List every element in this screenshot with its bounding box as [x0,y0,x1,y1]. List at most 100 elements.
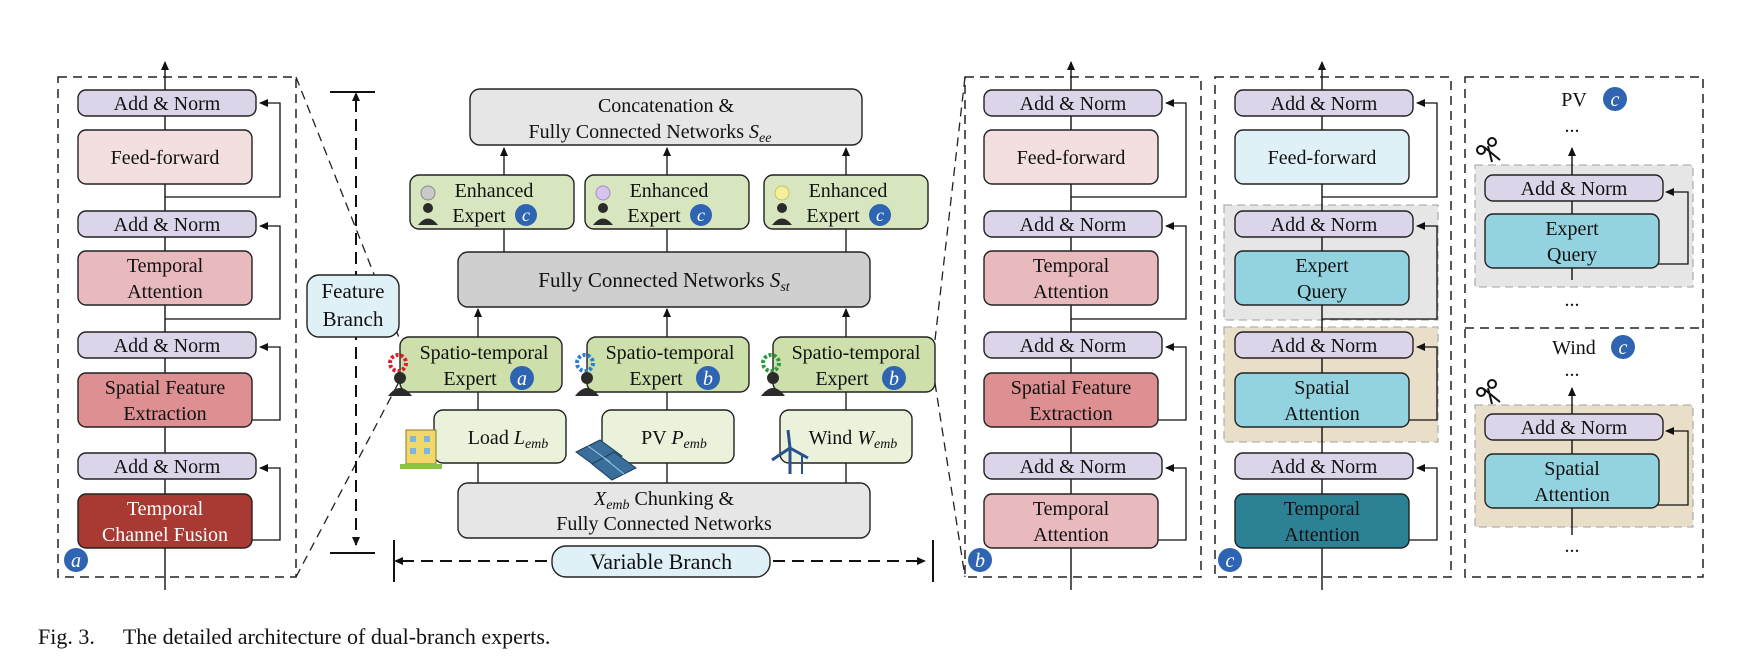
c-add-norm-2 [1234,210,1414,238]
b-add-norm-3-label: Add & Norm [1020,335,1127,357]
d-pv-add-norm [1484,174,1664,202]
concat-line2: Fully Connected Networks See [529,121,772,146]
a-spatial-feature [77,372,253,428]
d-wind-spatial-attention [1484,453,1660,509]
scissors-icon [1476,379,1501,405]
b-spatial-feature [983,372,1159,428]
b-temporal-attention-line1: Temporal [1033,255,1110,277]
a-spatial-feature-line2: Extraction [123,403,206,425]
a-add-norm-2 [77,210,257,238]
expert-gear-person-icon [575,353,599,396]
d-pv-dots-bottom: ... [1565,289,1580,311]
st-expert-2-line1: Spatio-temporal [606,342,735,364]
chunking-line2: Fully Connected Networks [556,513,772,535]
a-add-norm-1 [77,89,257,117]
pv-embedding: PV Pemb [575,409,735,481]
svg-text:a: a [71,550,81,572]
enhanced-expert-2-badge: c [697,205,705,225]
a-add-norm-2-label: Add & Norm [114,214,221,236]
panel-b: Add & Norm Feed-forward Add & Norm Tempo… [964,61,1202,590]
c-add-norm-3 [1234,331,1414,359]
enhanced-expert-2-line1: Enhanced [630,180,709,202]
svg-text:b: b [975,550,985,572]
b-spatial-feature-line1: Spatial Feature [1011,377,1132,399]
d-pv-add-norm-label: Add & Norm [1521,178,1628,200]
feature-branch-line2: Branch [323,307,384,331]
enhanced-expert-1-badge: c [522,205,530,225]
expert-gear-person-icon [761,353,785,396]
a-temporal-attention-line1: Temporal [127,255,204,277]
a-add-norm-4-label: Add & Norm [114,456,221,478]
c-add-norm-4 [1234,452,1414,480]
b-add-norm-4-label: Add & Norm [1020,456,1127,478]
d-pv-expert-query [1484,213,1660,269]
d-wind-badge: c [1619,337,1628,359]
c-add-norm-1 [1234,89,1414,117]
variable-branch-axis: Variable Branch [393,540,934,582]
chunking-box [457,482,871,539]
variable-branch-text: Variable Branch [590,549,732,574]
b-feed-forward [983,129,1159,185]
c-spatial-attention-line1: Spatial [1294,377,1350,399]
center-network: Concatenation & Fully Connected Networks… [388,88,936,539]
chunking-line1: Xemb Chunking & [593,488,734,513]
c-add-norm-2-label: Add & Norm [1271,214,1378,236]
c-badge: c [1218,548,1242,572]
d-pv-dots-top: ... [1565,115,1580,137]
d-wind-spatial-attention-line1: Spatial [1544,458,1600,480]
b-badge: b [968,548,992,572]
scissors-icon [1476,137,1501,163]
wind-embedding: Wind Wemb [771,409,913,474]
st-expert-1-badge: a [517,368,527,390]
d-pv-expert-query-line1: Expert [1545,218,1599,240]
concat-line1: Concatenation & [598,95,735,117]
a-add-norm-3-label: Add & Norm [114,335,221,357]
panel-d: PV c ... Add & Norm Expert Query ... Win… [1464,76,1704,578]
b-add-norm-2 [983,210,1163,238]
a-feed-forward-label: Feed-forward [111,147,220,169]
b-add-norm-1 [983,89,1163,117]
st-expert-3-badge: b [889,368,899,390]
caption-label: Fig. 3. [38,624,95,649]
c-feed-forward-label: Feed-forward [1268,147,1377,169]
c-expert-query-line1: Expert [1295,255,1349,277]
panel-a: Add & Norm Feed-forward Add & Norm Tempo… [57,61,297,590]
a-badge: a [64,548,88,572]
b-add-norm-3 [983,331,1163,359]
b-temporal-attention-line2: Attention [1033,281,1109,303]
load-embedding: Load Lemb [400,409,567,469]
expert-gear-person-icon [388,353,412,396]
building-icon [400,429,442,469]
expert-person-icon [772,185,792,225]
c-feed-forward [1234,129,1410,185]
a-temporal-attention [77,250,253,306]
b-temporal-attention-2-line1: Temporal [1033,498,1110,520]
st-expert-3-line1: Spatio-temporal [792,342,921,364]
b-feed-forward-label: Feed-forward [1017,147,1126,169]
c-add-norm-1-label: Add & Norm [1271,93,1378,115]
a-temporal-channel-fusion [77,493,253,549]
enhanced-expert-3: Enhanced Expert c [763,174,929,230]
svg-text:c: c [1226,550,1235,572]
enhanced-expert-1-line1: Enhanced [455,180,534,202]
d-pv-badge: c [1611,89,1620,111]
b-add-norm-4 [983,452,1163,480]
st-expert-1-line2: Expert [443,368,497,390]
a-add-norm-3 [77,331,257,359]
b-spatial-feature-line2: Extraction [1029,403,1112,425]
enhanced-expert-1: Enhanced Expert c [409,174,575,230]
d-wind-dots-bottom: ... [1565,535,1580,557]
c-add-norm-4-label: Add & Norm [1271,456,1378,478]
expert-person-icon [593,185,613,225]
d-wind-label: Wind [1552,337,1596,359]
a-feed-forward [77,129,253,185]
a-tcf-line1: Temporal [127,498,204,520]
wind-turbine-icon [771,429,809,474]
c-temporal-attention-line2: Attention [1284,524,1360,546]
b-temporal-attention [983,250,1159,306]
st-expert-1: Spatio-temporal Expert a [388,336,563,396]
c-spatial-attention-line2: Attention [1284,403,1360,425]
figure-caption: Fig. 3.The detailed architecture of dual… [38,624,578,650]
b-add-norm-1-label: Add & Norm [1020,93,1127,115]
